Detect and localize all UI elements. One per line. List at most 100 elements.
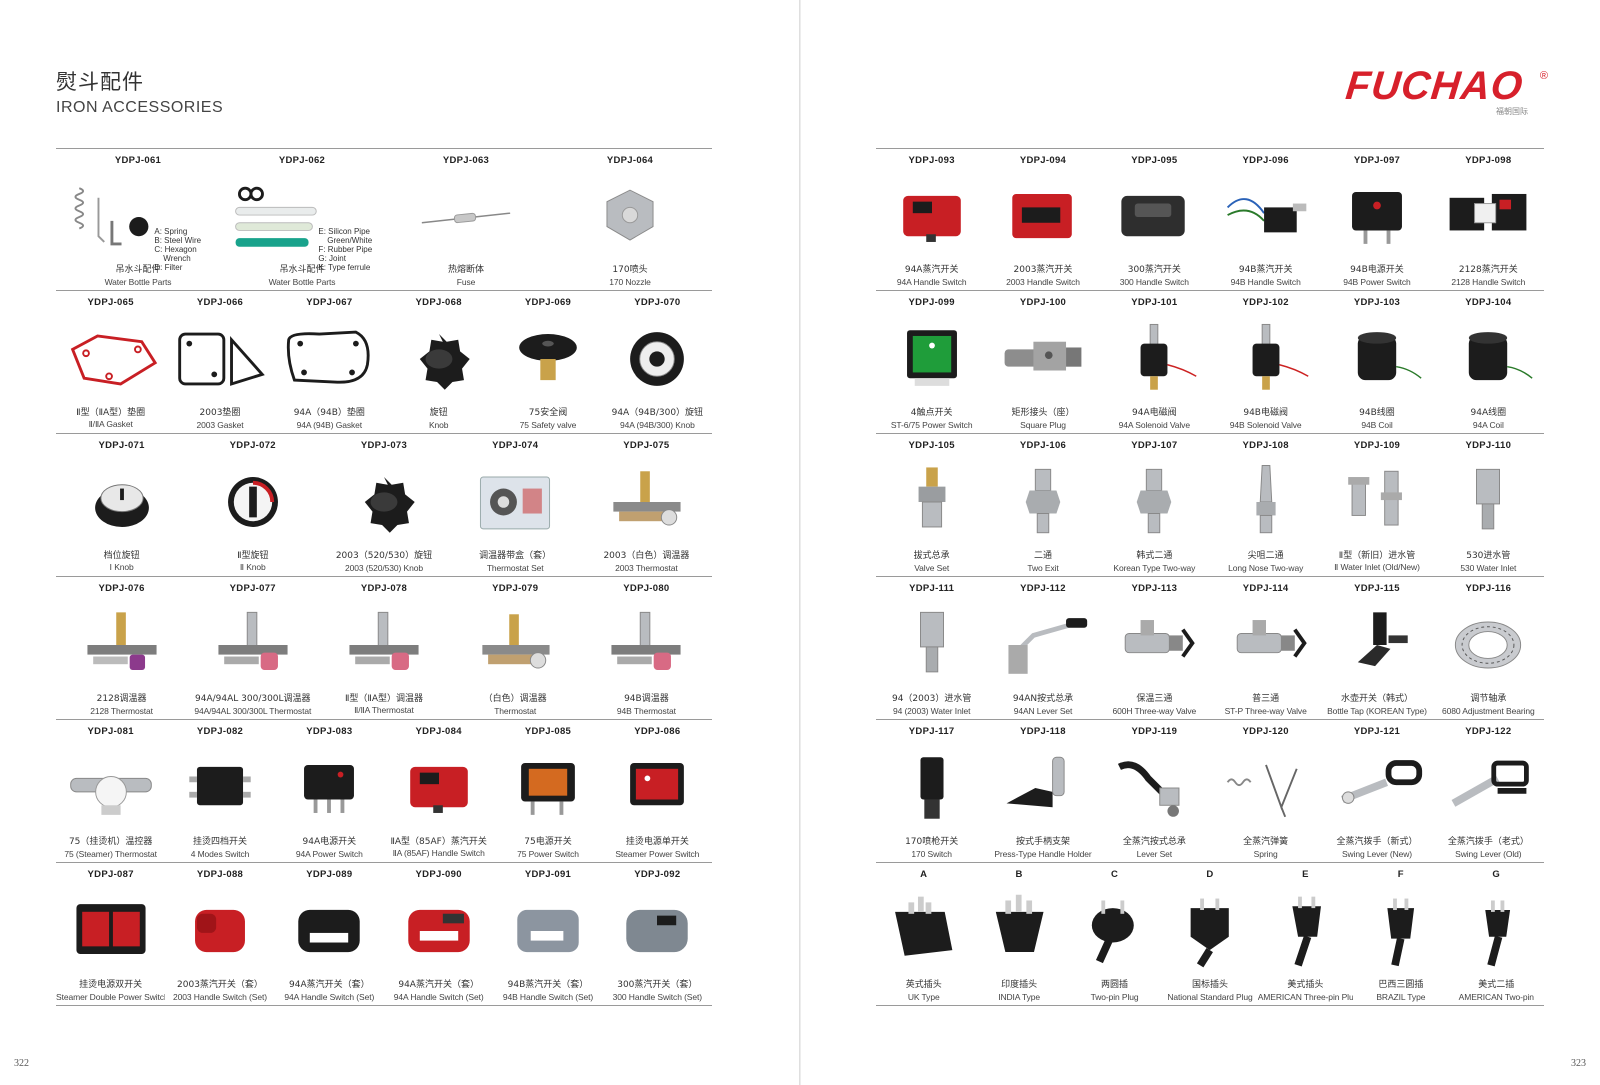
product-name-chinese: 94A蒸汽开关（套） (289, 980, 370, 990)
product-name-chinese: 2003蒸汽开关 (1013, 265, 1073, 275)
bearing-icon (1455, 621, 1522, 669)
product-photo (384, 885, 493, 977)
product-name-english: 94B Handle Switch (1230, 277, 1301, 287)
product-code: YDPJ-083 (306, 726, 353, 737)
product-photo (384, 742, 493, 834)
product-photo (56, 742, 165, 834)
product-code: YDPJ-089 (306, 869, 353, 880)
product-code: YDPJ-097 (1353, 155, 1401, 166)
product-code: YDPJ-119 (1131, 726, 1178, 737)
product-photo (56, 313, 165, 405)
product-name-english: Swing Lever (New) (1341, 849, 1413, 859)
product-name-english: Ⅱ Knob (239, 562, 266, 572)
product-name-english: Water Bottle Parts (104, 277, 172, 287)
product-photo (603, 742, 712, 834)
handle-switch-black-icon (1121, 195, 1186, 237)
coil-icon (1469, 332, 1533, 381)
product-name-english: AMERICAN Two-pin (1458, 992, 1534, 1002)
product-photo (1449, 885, 1544, 977)
product-name-chinese: 94A蒸汽开关 (904, 265, 959, 275)
product-photo (1321, 313, 1432, 405)
product-photo (1321, 742, 1432, 834)
plug-us3-icon (1292, 896, 1321, 967)
swing-lever-old-icon (1451, 760, 1530, 807)
product-name-chinese: 300蒸汽开关（套） (617, 980, 698, 990)
product-name-chinese: 94A（94B）垫圈 (293, 408, 365, 418)
product-code: YDPJ-080 (623, 583, 670, 594)
product-name-chinese: 2003垫圈 (199, 408, 241, 418)
knob-round-icon (630, 332, 685, 386)
part-legend: A: Spring B: Steel Wire C: Hexagon Wrenc… (154, 227, 202, 272)
product-code: YDPJ-066 (196, 297, 244, 308)
product-name-chinese: 94B电源开关 (1350, 265, 1404, 275)
product-code: YDPJ-067 (306, 297, 353, 308)
page-heading: 熨斗配件 IRON ACCESSORIES (56, 66, 223, 117)
page-number-right: 323 (1571, 1058, 1586, 1069)
product-name-english: Spring (1253, 849, 1278, 859)
product-code: YDPJ-070 (634, 297, 681, 308)
product-name-chinese: （白色）调温器 (483, 694, 547, 704)
product-name-chinese: 按式手柄支架 (1015, 837, 1070, 847)
product-photo (1210, 599, 1321, 691)
product-name-english: Steamer Power Switch (615, 849, 700, 859)
product-code: YDPJ-094 (1019, 155, 1067, 166)
product-name-english: Square Plug (1020, 420, 1066, 430)
three-way-valve-icon (1236, 620, 1307, 658)
product-code: YDPJ-075 (623, 440, 670, 451)
product-code: F (1397, 869, 1404, 880)
product-photo (1099, 171, 1210, 263)
product-photo (876, 456, 987, 548)
solenoid-icon (1140, 323, 1197, 390)
product-code: YDPJ-092 (634, 869, 681, 880)
product-code: YDPJ-109 (1353, 440, 1401, 451)
registered-mark: ® (1539, 70, 1548, 82)
bottle-tap-icon (1357, 612, 1408, 667)
product-code: YDPJ-098 (1465, 155, 1512, 166)
product-name-chinese: 170喷枪开关 (905, 837, 959, 847)
product-name-english: ST-6/75 Power Switch (890, 420, 973, 430)
product-photo (56, 171, 220, 263)
three-way-valve-icon (1125, 620, 1196, 658)
bimetal-thermostat-icon (69, 776, 152, 815)
plug-us2-icon (1484, 900, 1510, 967)
product-code: YDPJ-111 (909, 583, 955, 594)
nozzle-icon (606, 189, 654, 241)
product-name-english: Lever Set (1136, 849, 1173, 859)
product-name-chinese: 4触点开关 (910, 408, 953, 418)
product-code: G (1492, 869, 1501, 880)
product-name-english: Ⅰ Knob (109, 562, 134, 572)
product-name-english: 94A Handle Switch (896, 277, 967, 287)
switch-cap-red-white-icon (407, 909, 470, 953)
product-name-chinese: 94A/94AL 300/300L调温器 (195, 694, 311, 704)
product-code: YDPJ-069 (524, 297, 572, 308)
product-code: YDPJ-072 (229, 440, 276, 451)
product-photo (56, 599, 187, 691)
product-photo (603, 885, 712, 977)
product-name-english: Two Exit (1027, 563, 1059, 573)
product-name-english: 300 Handle Switch (1119, 277, 1189, 287)
